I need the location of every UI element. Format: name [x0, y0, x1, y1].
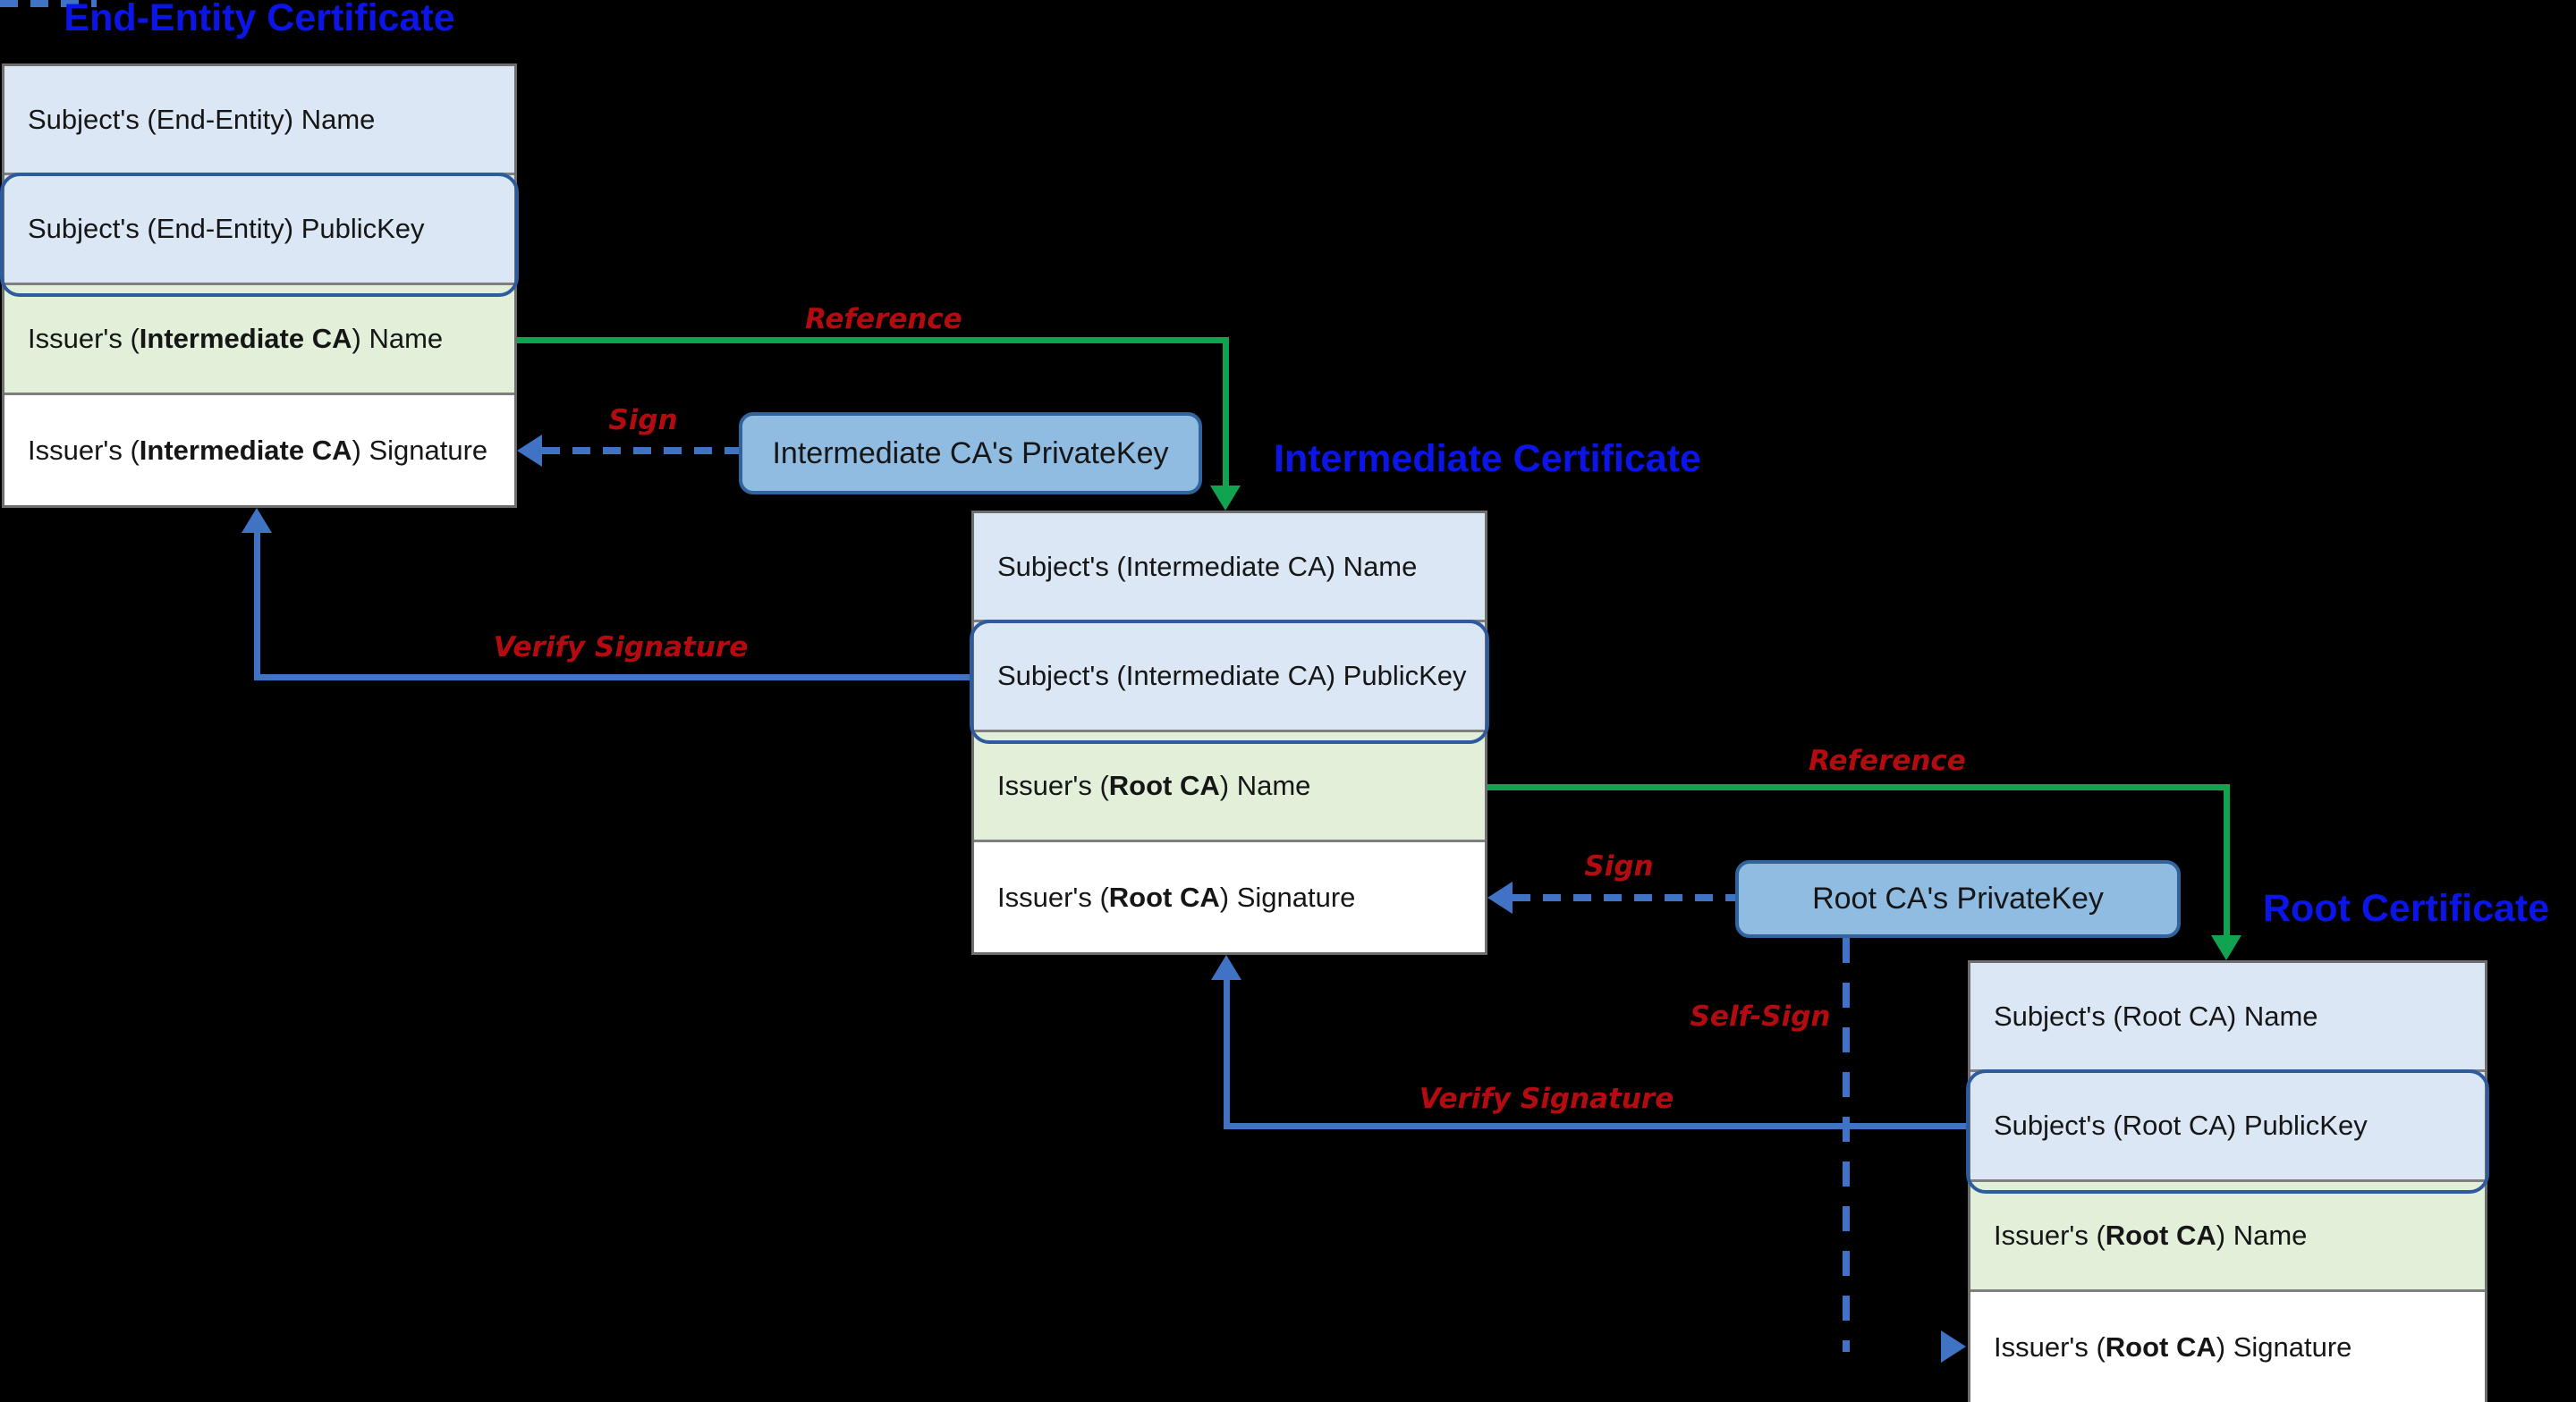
- reference-arrow-1-horizontal: [517, 337, 1229, 343]
- intermediate-issuer-signature-row: Issuer's (Root CA) Signature: [974, 842, 1485, 952]
- reference-arrow-2-arrowhead-icon: [2211, 935, 2241, 960]
- row-label-suffix: ) Name: [352, 323, 444, 354]
- root-subject-name-row: Subject's (Root CA) Name: [1970, 963, 2485, 1072]
- self-sign-arrow-horizontal-dashed: [0, 0, 97, 7]
- row-label-bold: Root CA: [2105, 1220, 2216, 1251]
- row-label: Issuer's (: [997, 881, 1109, 913]
- publickey-highlight-outline: [1966, 1069, 2489, 1194]
- row-label-suffix: ) Signature: [2216, 1330, 2352, 1363]
- root-issuer-signature-row: Issuer's (Root CA) Signature: [1970, 1292, 2485, 1402]
- end-entity-issuer-signature-row: Issuer's (Intermediate CA) Signature: [4, 395, 514, 505]
- intermediate-certificate-box: Subject's (Intermediate CA) Name Subject…: [970, 511, 1489, 955]
- row-label: Subject's (Intermediate CA) PublicKey: [997, 660, 1467, 691]
- row-label: Subject's (Root CA) Name: [1994, 1000, 2318, 1032]
- intermediate-certificate-title: Intermediate Certificate: [1274, 437, 1701, 480]
- row-label-suffix: ) Name: [2216, 1220, 2308, 1251]
- privatekey-label: Intermediate CA's PrivateKey: [772, 435, 1169, 470]
- row-label: Subject's (End-Entity) PublicKey: [28, 213, 425, 244]
- end-entity-certificate-box: Subject's (End-Entity) Name Subject's (E…: [0, 63, 519, 508]
- sign-arrow-2-arrowhead-icon: [1487, 882, 1513, 914]
- verify-signature-arrow-1-horizontal: [254, 674, 971, 680]
- end-entity-certificate-title: End-Entity Certificate: [64, 0, 455, 39]
- row-label-suffix: ) Name: [1219, 770, 1311, 801]
- sign-arrow-1-arrowhead-icon: [517, 435, 542, 467]
- sign-label-2: Sign: [1584, 850, 1654, 883]
- self-sign-arrow-arrowhead-icon: [1941, 1330, 1966, 1363]
- reference-label-2: Reference: [1809, 745, 1966, 777]
- row-label: Issuer's (: [1994, 1220, 2106, 1251]
- verify-signature-arrow-2-arrowhead-icon: [1211, 955, 1241, 980]
- end-entity-subject-name-row: Subject's (End-Entity) Name: [4, 66, 514, 175]
- sign-arrow-1-dashed: [542, 447, 739, 454]
- row-label-bold: Intermediate CA: [139, 434, 352, 466]
- publickey-highlight-outline: [970, 620, 1489, 744]
- privatekey-label: Root CA's PrivateKey: [1812, 882, 2104, 916]
- sign-label-1: Sign: [608, 404, 678, 436]
- root-ca-privatekey-box: Root CA's PrivateKey: [1735, 860, 2181, 938]
- end-entity-issuer-name-row: Issuer's (Intermediate CA) Name: [4, 285, 514, 395]
- row-label-bold: Root CA: [1108, 770, 1220, 801]
- publickey-highlight-outline: [0, 173, 519, 297]
- reference-arrow-1-arrowhead-icon: [1210, 486, 1241, 511]
- verify-signature-label-2: Verify Signature: [1419, 1083, 1674, 1115]
- reference-arrow-2-horizontal: [1487, 784, 2230, 790]
- root-issuer-name-row: Issuer's (Root CA) Name: [1970, 1182, 2485, 1292]
- verify-signature-arrow-1-arrowhead-icon: [242, 508, 272, 533]
- row-label: Issuer's (: [1994, 1330, 2106, 1363]
- verify-signature-label-1: Verify Signature: [493, 631, 749, 663]
- row-label-bold: Root CA: [2105, 1330, 2216, 1363]
- row-label-bold: Root CA: [1108, 881, 1220, 913]
- self-sign-label: Self-Sign: [1690, 1001, 1831, 1033]
- root-subject-publickey-row: Subject's (Root CA) PublicKey: [1970, 1072, 2485, 1182]
- end-entity-subject-publickey-row: Subject's (End-Entity) PublicKey: [4, 175, 514, 285]
- row-label-suffix: ) Signature: [1219, 881, 1356, 913]
- root-certificate-box: Subject's (Root CA) Name Subject's (Root…: [1966, 960, 2489, 1402]
- verify-signature-arrow-2-vertical: [1224, 980, 1230, 1126]
- row-label-suffix: ) Signature: [352, 434, 488, 466]
- intermediate-ca-privatekey-box: Intermediate CA's PrivateKey: [739, 412, 1202, 494]
- row-label: Issuer's (: [28, 434, 140, 466]
- reference-arrow-1-vertical: [1223, 337, 1229, 486]
- verify-signature-arrow-1-vertical: [254, 533, 260, 680]
- sign-arrow-2-dashed: [1513, 894, 1735, 901]
- verify-signature-arrow-2-horizontal: [1224, 1123, 1968, 1129]
- intermediate-subject-name-row: Subject's (Intermediate CA) Name: [974, 513, 1485, 622]
- root-certificate-title: Root Certificate: [2263, 887, 2550, 930]
- intermediate-issuer-name-row: Issuer's (Root CA) Name: [974, 732, 1485, 842]
- intermediate-subject-publickey-row: Subject's (Intermediate CA) PublicKey: [974, 622, 1485, 732]
- row-label: Subject's (Intermediate CA) Name: [997, 550, 1418, 582]
- row-label: Subject's (End-Entity) Name: [28, 103, 376, 135]
- row-label: Issuer's (: [28, 323, 140, 354]
- row-label: Issuer's (: [997, 770, 1109, 801]
- self-sign-arrow-vertical-dashed: [1843, 938, 1850, 1352]
- reference-label-1: Reference: [805, 303, 962, 335]
- reference-arrow-2-vertical: [2224, 784, 2230, 935]
- row-label-bold: Intermediate CA: [139, 323, 352, 354]
- row-label: Subject's (Root CA) PublicKey: [1994, 1110, 2368, 1141]
